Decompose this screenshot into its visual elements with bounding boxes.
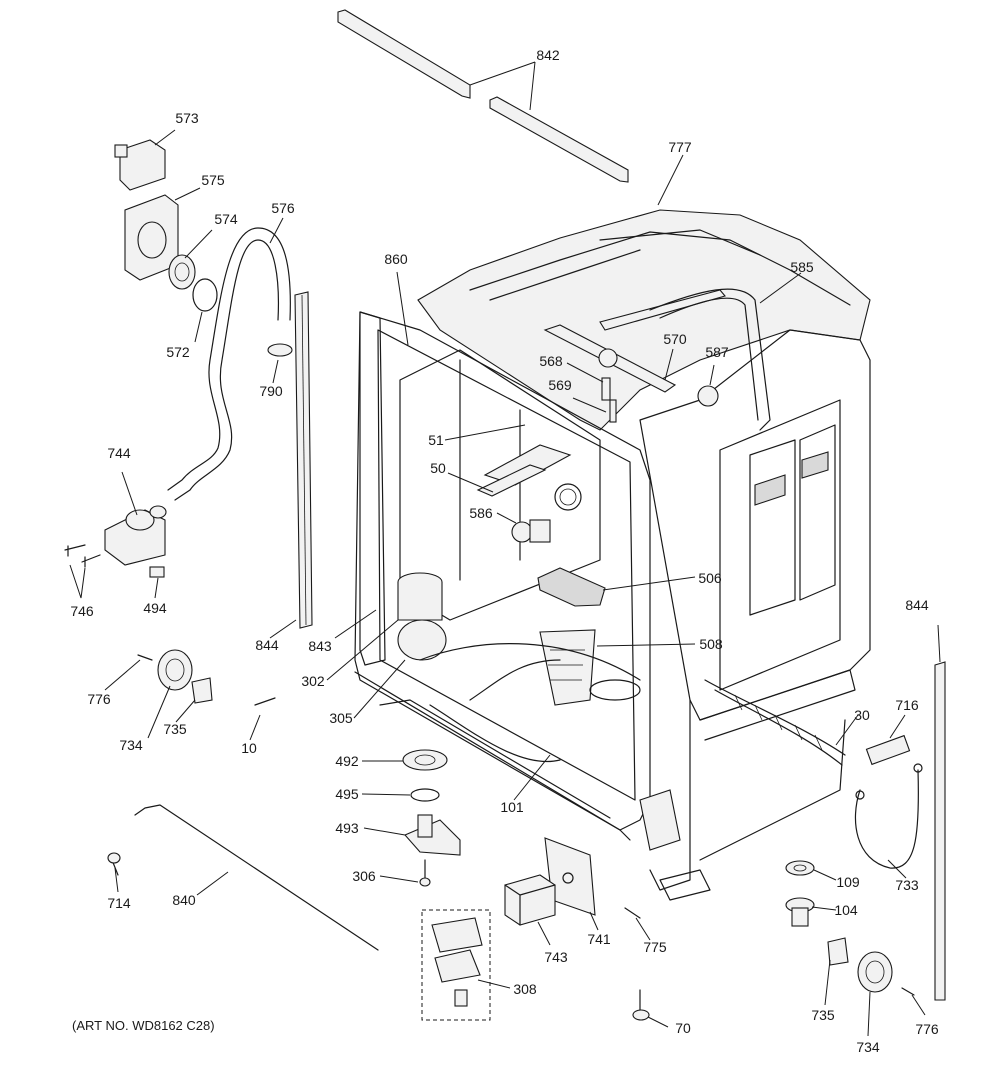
callout-574: 574 (214, 211, 238, 227)
callout-104: 104 (834, 902, 858, 918)
top-rails (337, 9, 629, 183)
screws-746 (64, 544, 101, 568)
callout-10: 10 (241, 740, 257, 756)
callout-844-right: 844 (905, 597, 929, 613)
callout-576: 576 (271, 200, 295, 216)
callout-733: 733 (895, 877, 919, 893)
control-parts (504, 837, 596, 926)
leveling-parts (785, 860, 815, 927)
callout-306: 306 (352, 868, 376, 884)
callout-775: 775 (643, 939, 667, 955)
bearings-left (137, 649, 276, 706)
assembly-308 (421, 909, 491, 1021)
callout-labels: 842 777 573 575 576 574 572 790 860 585 … (70, 47, 939, 1055)
callout-569: 569 (548, 377, 572, 393)
callout-714: 714 (107, 895, 131, 911)
callout-70: 70 (675, 1020, 691, 1036)
callout-843: 843 (308, 638, 332, 654)
callout-776-left: 776 (87, 691, 111, 707)
callout-743: 743 (544, 949, 568, 965)
callout-716: 716 (895, 697, 919, 713)
callout-741: 741 (587, 931, 611, 947)
door-seals-left (294, 291, 386, 666)
callout-734-right: 734 (856, 1039, 880, 1055)
water-valve (104, 505, 167, 578)
callout-305: 305 (329, 710, 353, 726)
fill-hose (167, 227, 293, 501)
callout-586: 586 (469, 505, 493, 521)
callout-51: 51 (428, 432, 444, 448)
callout-572: 572 (166, 344, 190, 360)
callout-573: 573 (175, 110, 199, 126)
callout-109: 109 (836, 874, 860, 890)
callout-746: 746 (70, 603, 94, 619)
callout-50: 50 (430, 460, 446, 476)
callout-494: 494 (143, 600, 167, 616)
callout-735-right: 735 (811, 1007, 835, 1023)
callout-101: 101 (500, 799, 524, 815)
callout-744: 744 (107, 445, 131, 461)
screw-775 (624, 907, 641, 919)
callout-493: 493 (335, 820, 359, 836)
callout-506: 506 (698, 570, 722, 586)
wire-840 (107, 804, 379, 951)
callout-492: 492 (335, 753, 359, 769)
callout-30: 30 (854, 707, 870, 723)
door-seal-right (934, 661, 946, 1001)
callout-844-left: 844 (255, 637, 279, 653)
tub-assembly (354, 209, 871, 901)
callout-790: 790 (259, 383, 283, 399)
callout-302: 302 (301, 673, 325, 689)
callout-842: 842 (536, 47, 560, 63)
callout-777: 777 (668, 139, 692, 155)
callout-568: 568 (539, 353, 563, 369)
callout-585: 585 (790, 259, 814, 275)
callout-587: 587 (705, 344, 729, 360)
callout-735-left: 735 (163, 721, 187, 737)
callout-570: 570 (663, 331, 687, 347)
leg-70 (632, 989, 650, 1021)
callout-508: 508 (699, 636, 723, 652)
door-spring (704, 679, 923, 869)
sump-parts (402, 749, 461, 887)
callout-575: 575 (201, 172, 225, 188)
callout-308: 308 (513, 981, 537, 997)
art-number: (ART NO. WD8162 C28) (72, 1018, 215, 1033)
leader-lines (69, 61, 941, 1037)
callout-734-left: 734 (119, 737, 143, 753)
callout-860: 860 (384, 251, 408, 267)
callout-840: 840 (172, 892, 196, 908)
vent-assembly (114, 139, 218, 312)
callout-776-right: 776 (915, 1021, 939, 1037)
callout-495: 495 (335, 786, 359, 802)
bearings-right (827, 937, 915, 996)
